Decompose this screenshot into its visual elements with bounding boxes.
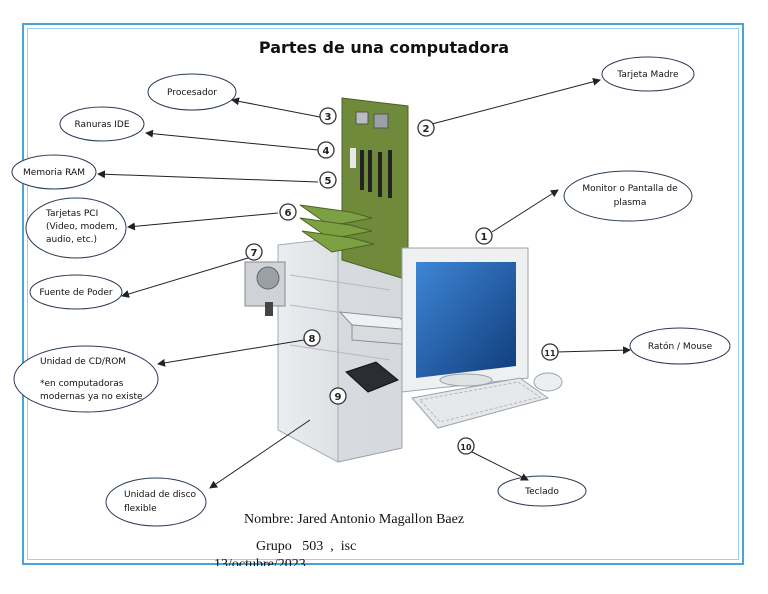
footer-fecha: 13/octubre/2023 [214, 558, 306, 566]
badge-11-text: 11 [544, 349, 556, 358]
badge-8-text: 8 [309, 334, 316, 345]
cdrom-drive [338, 311, 414, 346]
cloud-tarjeta-madre [601, 56, 695, 92]
badge-4-text: 4 [323, 146, 330, 157]
label-disco-2: flexible [124, 504, 157, 514]
badge-9-text: 9 [335, 392, 342, 403]
label-memoria-ram: Memoria RAM [23, 168, 85, 178]
inner-border [27, 28, 739, 560]
badge-7-text: 7 [251, 248, 258, 259]
footer-nombre: Nombre: Jared Antonio Magallon Baez [244, 512, 465, 527]
badge-10-text: 10 [460, 443, 472, 452]
badge-7 [245, 243, 263, 261]
label-cdrom-3: modernas ya no existe [40, 392, 143, 402]
label-monitor-2: plasma [614, 198, 647, 208]
label-teclado: Teclado [524, 487, 559, 497]
badge-6 [279, 203, 297, 221]
badge-5-text: 5 [325, 176, 332, 187]
label-tarjetas-pci-3: audio, etc.) [46, 235, 97, 245]
badge-8 [303, 329, 321, 347]
badge-2-text: 2 [423, 124, 430, 135]
cloud-tarjetas-pci [25, 197, 127, 259]
cloud-cdrom [13, 345, 159, 413]
cloud-raton [629, 327, 731, 365]
label-tarjetas-pci-2: (Video, modem, [46, 222, 118, 232]
cloud-ranuras-ide [59, 106, 145, 142]
motherboard [341, 97, 409, 281]
cloud-procesador [147, 73, 237, 111]
label-procesador: Procesador [167, 88, 217, 98]
badge-11 [541, 343, 559, 361]
badge-5 [319, 171, 337, 189]
badge-3-text: 3 [325, 112, 332, 123]
cloud-disco [105, 477, 207, 527]
badge-4 [317, 141, 335, 159]
badge-3 [319, 107, 337, 125]
badge-2 [417, 119, 435, 137]
label-fuente: Fuente de Poder [39, 288, 113, 298]
monitor [401, 247, 529, 393]
floppy-drive [345, 361, 399, 393]
label-raton: Ratón / Mouse [648, 341, 713, 352]
label-ranuras-ide: Ranuras IDE [74, 120, 129, 130]
power-supply [244, 261, 286, 316]
badge-6-text: 6 [285, 208, 292, 219]
label-cdrom-2: *en computadoras [40, 379, 124, 389]
label-tarjetas-pci-1: Tarjetas PCI [45, 209, 98, 219]
label-cdrom-1: Unidad de CD/ROM [40, 357, 126, 367]
badge-9 [329, 387, 347, 405]
cloud-teclado [497, 475, 587, 507]
diagram-title: Partes de una computadora [258, 38, 510, 57]
cloud-monitor [563, 170, 693, 222]
outer-border [22, 23, 744, 565]
pci-cards [299, 204, 375, 253]
footer-grupo: Grupo 503 , isc [256, 539, 357, 554]
label-monitor-1: Monitor o Pantalla de [582, 184, 678, 194]
cloud-memoria-ram [11, 154, 97, 190]
label-disco-1: Unidad de disco [124, 490, 197, 500]
badge-1-text: 1 [481, 232, 488, 243]
mouse [533, 372, 563, 392]
keyboard [411, 377, 550, 429]
label-tarjeta-madre: Tarjeta Madre [616, 70, 679, 80]
badge-1 [475, 227, 493, 245]
badge-10 [457, 437, 475, 455]
